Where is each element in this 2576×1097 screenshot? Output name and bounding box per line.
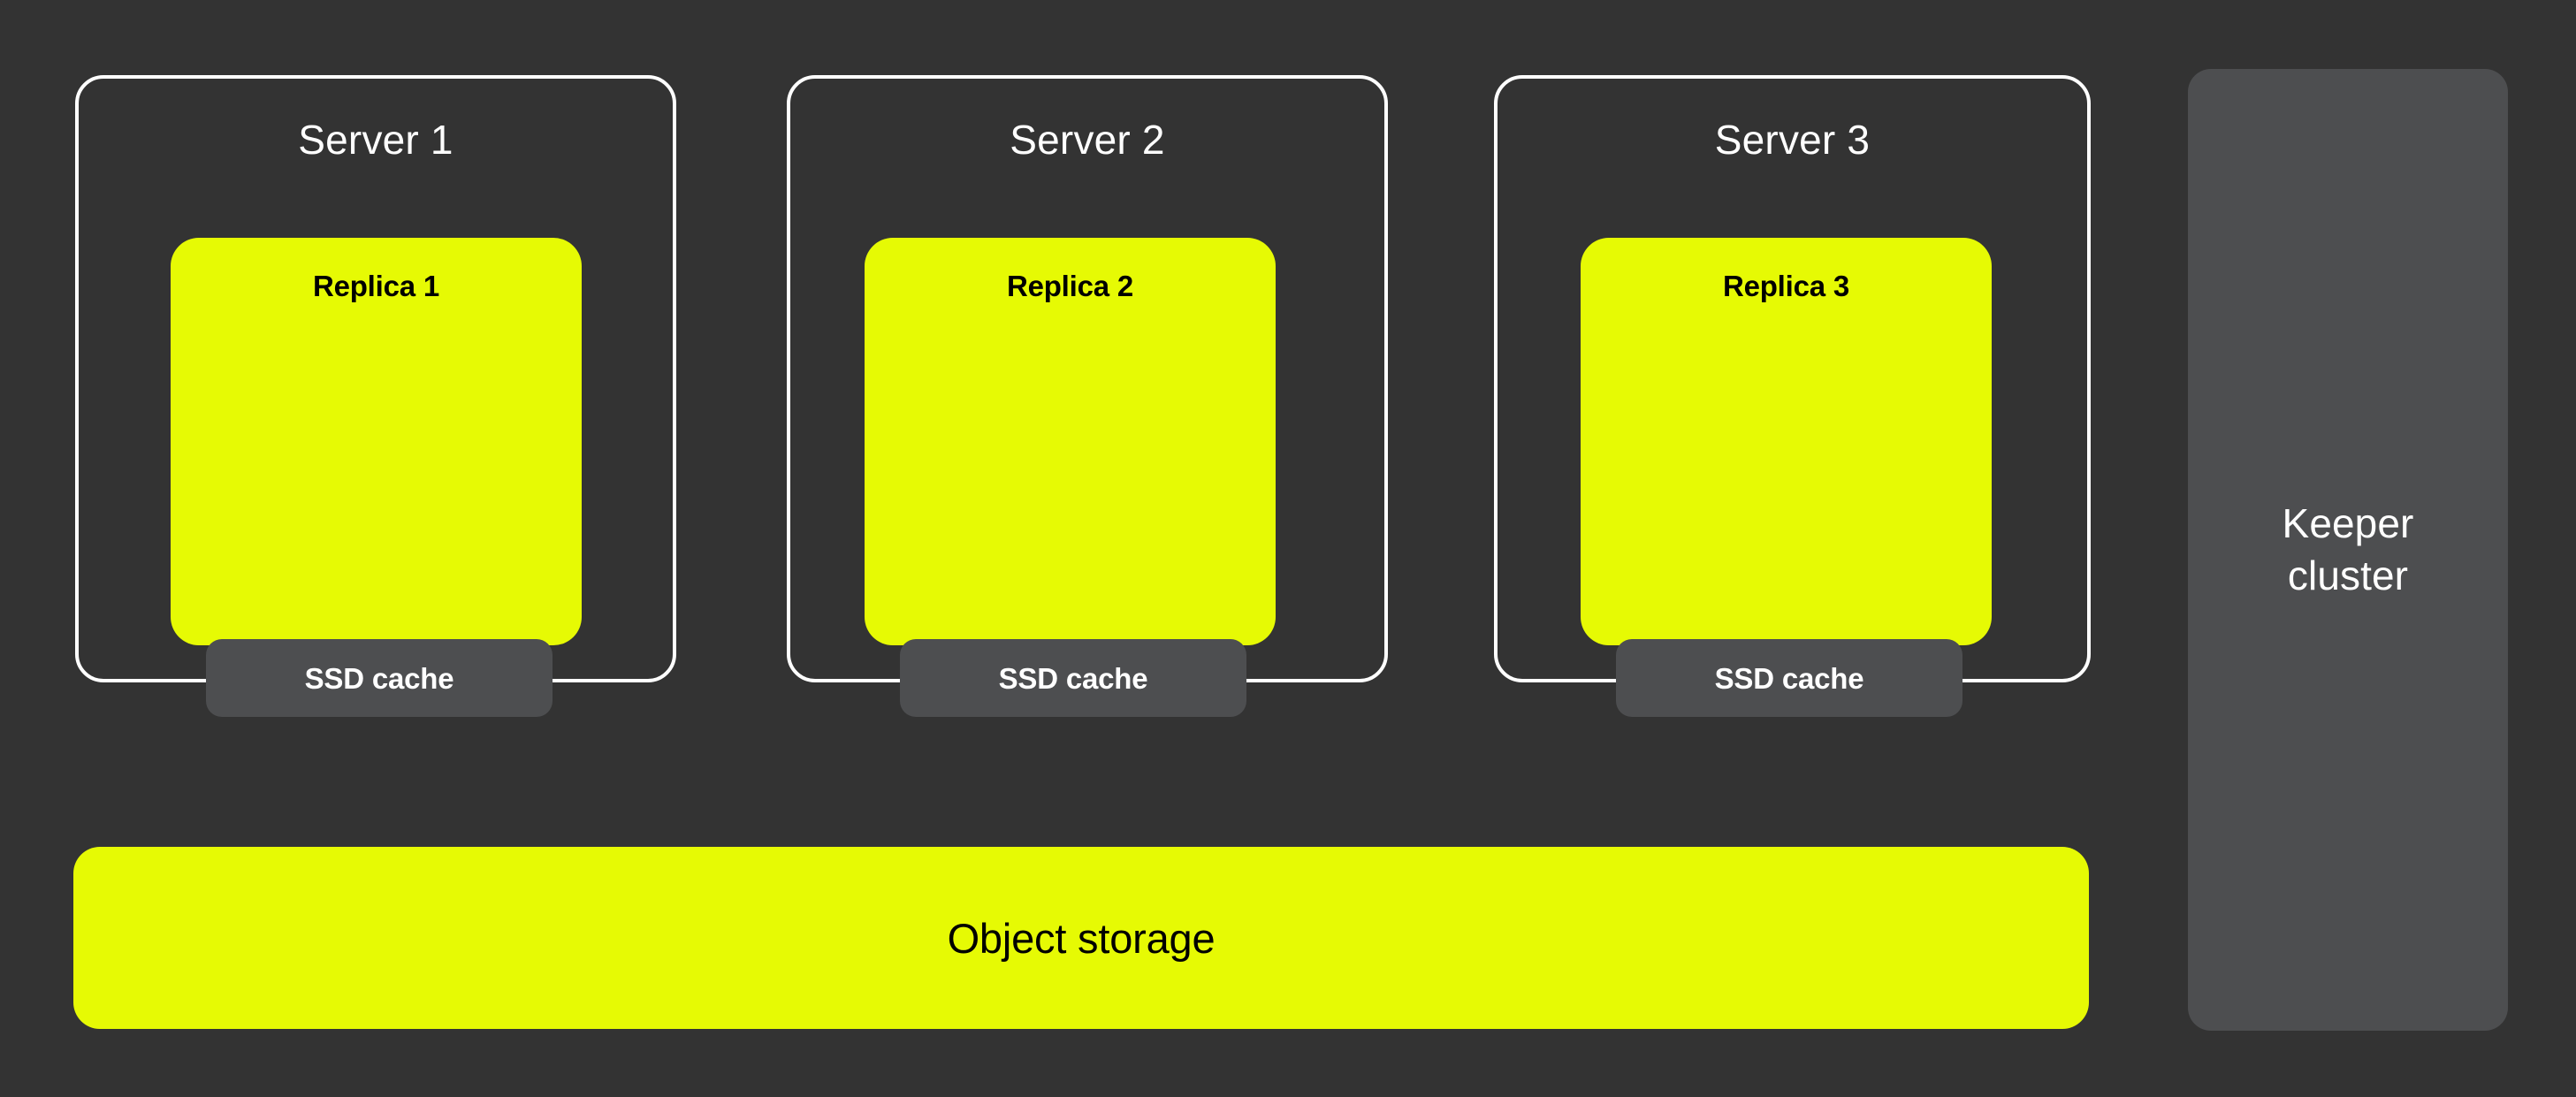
server-title-1: Server 1 xyxy=(298,117,453,163)
keeper-cluster-label: Keeper cluster xyxy=(2282,500,2414,598)
ssd-cache-2[interactable]: SSD cache xyxy=(900,639,1246,717)
ssd-cache-label-1: SSD cache xyxy=(304,661,454,695)
replica-box-1[interactable]: Replica 1 xyxy=(171,238,582,645)
replica-label-1: Replica 1 xyxy=(312,270,440,302)
object-storage-label: Object storage xyxy=(947,914,1216,962)
server-title-2: Server 2 xyxy=(1010,117,1165,163)
server-title-3: Server 3 xyxy=(1714,117,1871,163)
ssd-cache-label-2: SSD cache xyxy=(998,661,1148,695)
replica-label-2: Replica 2 xyxy=(1006,270,1134,302)
ssd-cache-1[interactable]: SSD cache xyxy=(206,639,553,717)
replica-box-2[interactable]: Replica 2 xyxy=(865,238,1276,645)
keeper-cluster-block[interactable]: Keeper cluster xyxy=(2188,69,2508,1031)
ssd-cache-label-3: SSD cache xyxy=(1714,661,1864,695)
replica-box-3[interactable]: Replica 3 xyxy=(1581,238,1992,645)
ssd-cache-3[interactable]: SSD cache xyxy=(1616,639,1962,717)
replica-label-3: Replica 3 xyxy=(1722,270,1850,302)
object-storage-block[interactable]: Object storage xyxy=(73,847,2089,1029)
